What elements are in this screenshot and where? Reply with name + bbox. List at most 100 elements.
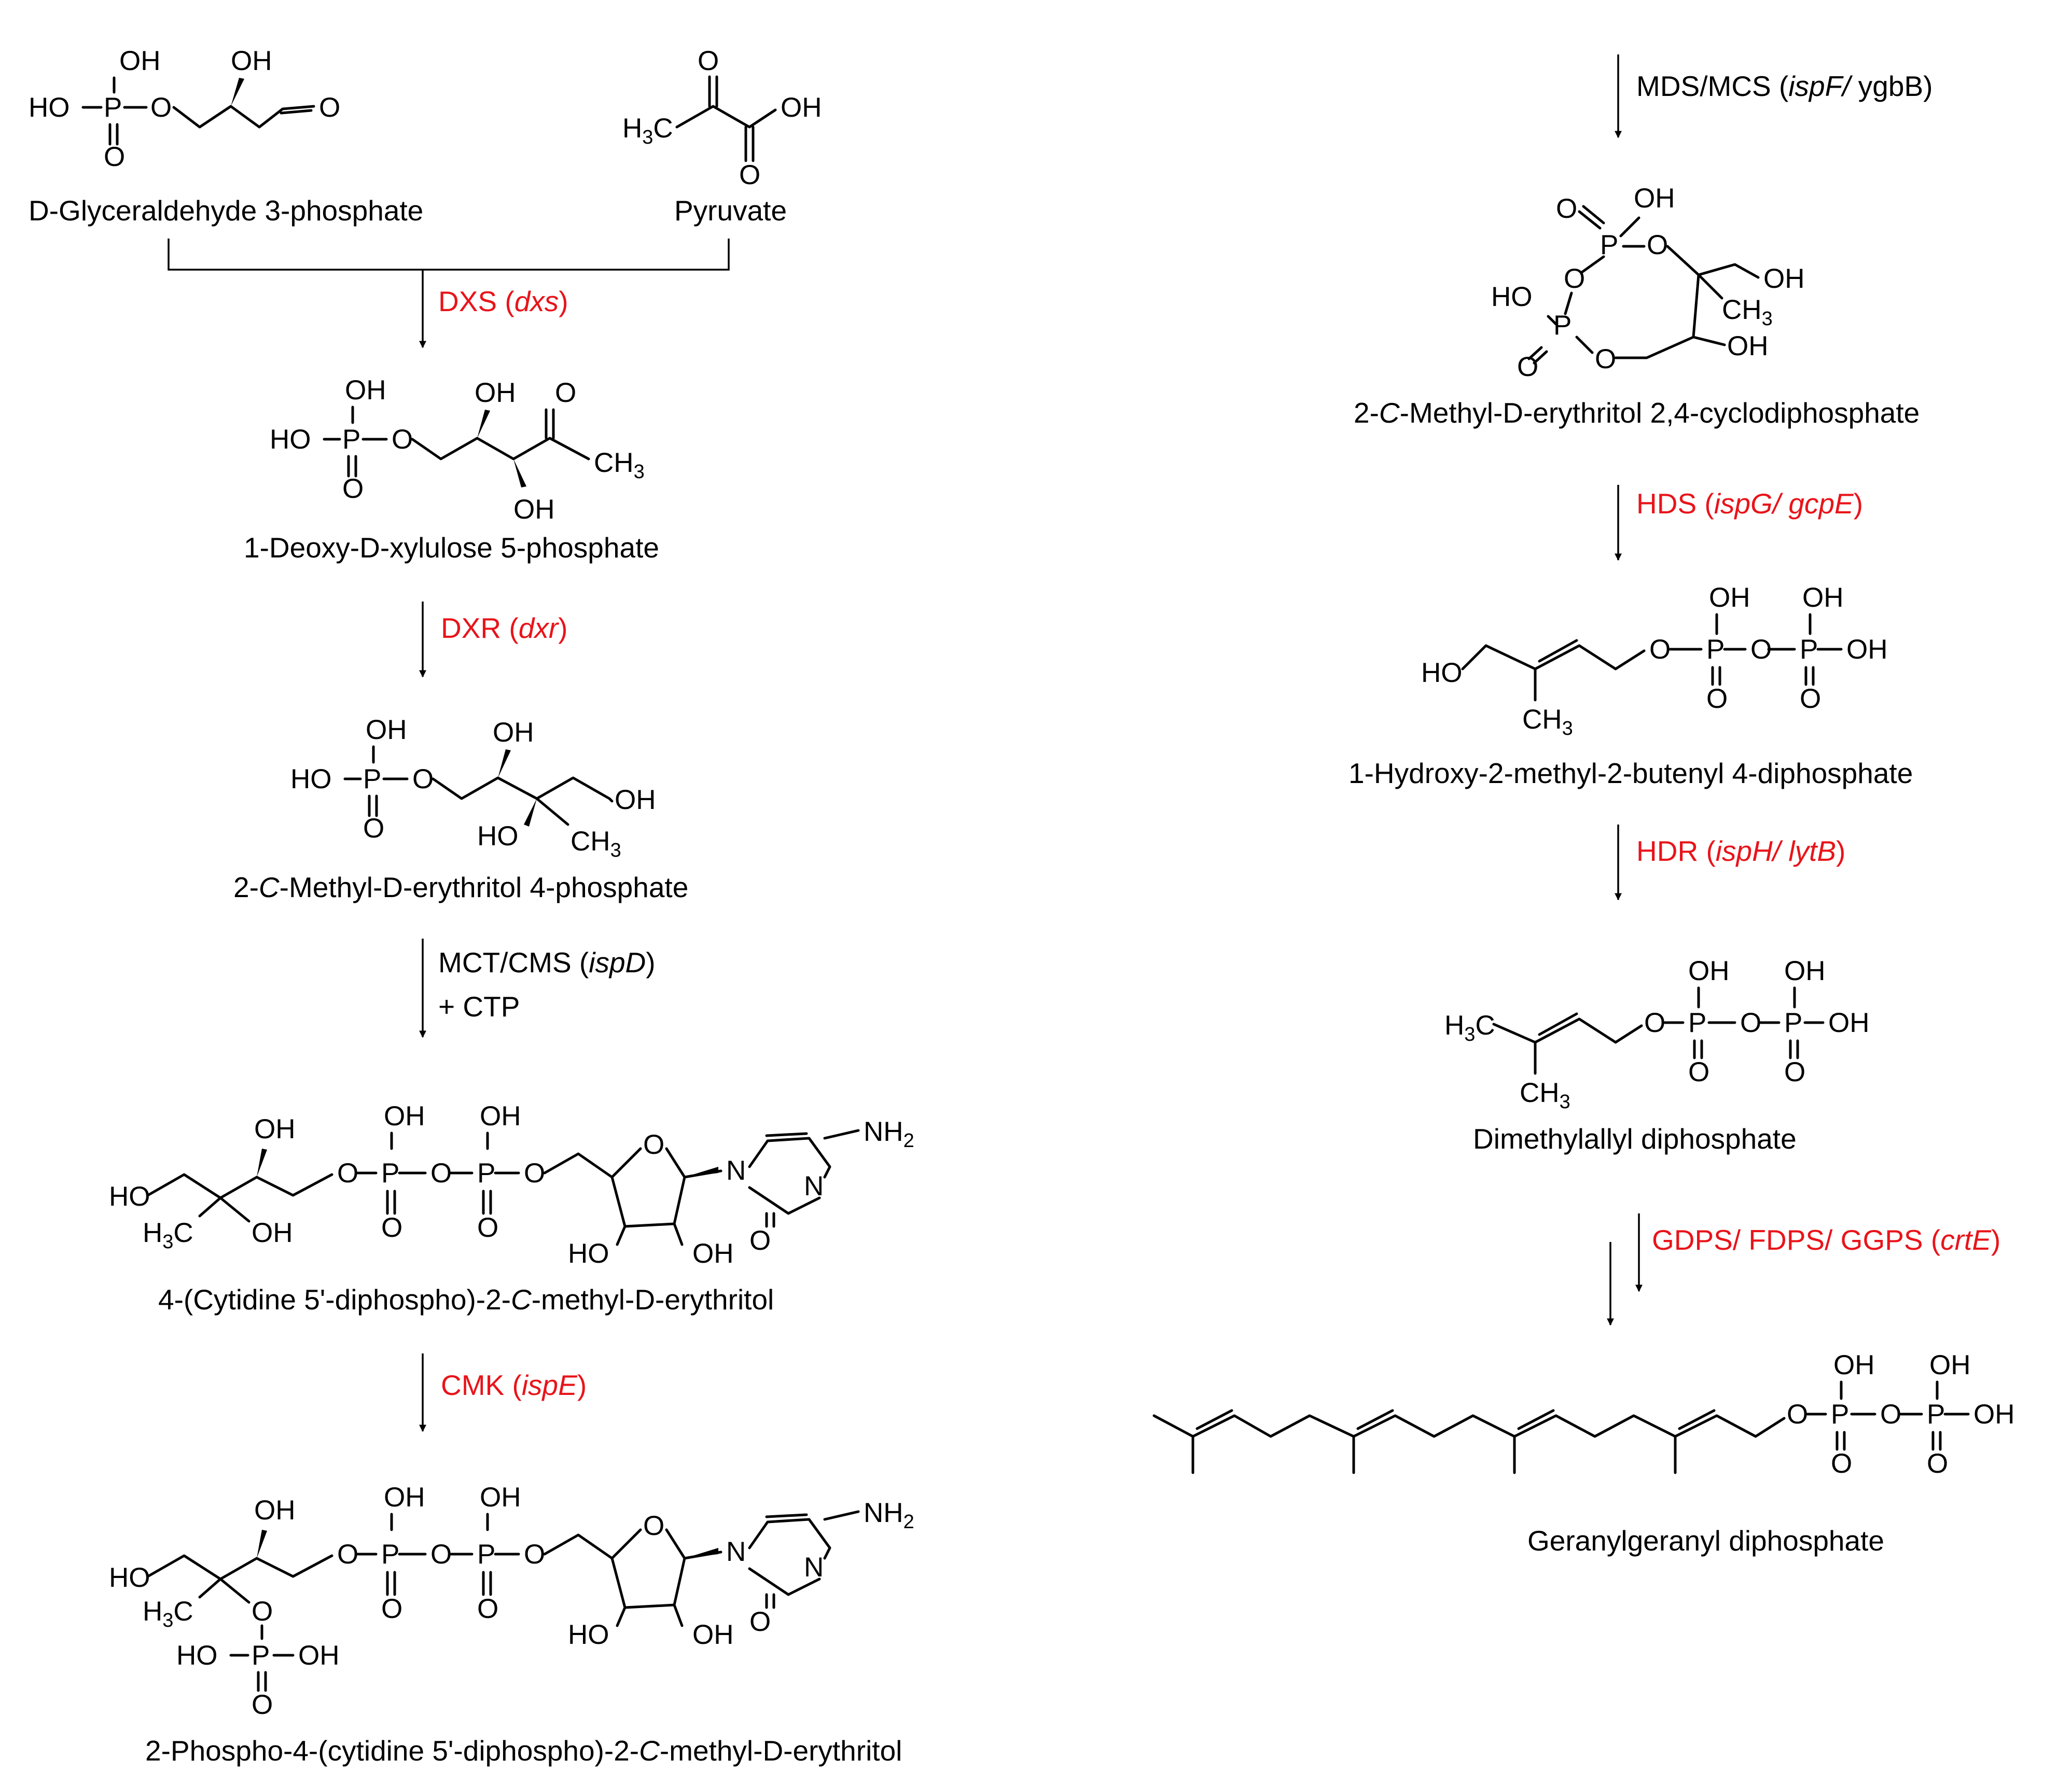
atom-n: N: [726, 1155, 746, 1186]
atom-oh: OH: [345, 375, 386, 406]
atom-o: O: [1517, 352, 1538, 382]
label-mecpp: 2-C-Methyl-D-erythritol 2,4-cyclodiphosp…: [1354, 397, 1920, 429]
atom-o: O: [337, 1158, 358, 1189]
label-cdpme: 4-(Cytidine 5'-diphospho)-2-C-methyl-D-e…: [158, 1283, 774, 1316]
atom-o: O: [524, 1539, 545, 1570]
atom-o: O: [430, 1158, 452, 1189]
atom-ho: HO: [1491, 282, 1533, 312]
atom-ho: HO: [290, 764, 332, 794]
atom-o: O: [1644, 1008, 1665, 1038]
atom-o: O: [1556, 193, 1577, 224]
atom-h3c: H3C: [1444, 1010, 1495, 1045]
atom-oh: OH: [119, 46, 161, 76]
atom-oh: OH: [1833, 1350, 1875, 1380]
structure-pyruvate: O H3C OH O: [622, 46, 822, 190]
atom-oh: OH: [254, 1495, 296, 1526]
structure-mep: OH HO P O O OH OH HO CH3: [290, 715, 656, 861]
atom-ch3: CH3: [571, 826, 621, 861]
atom-o: O: [363, 813, 384, 844]
label-mep: 2-C-Methyl-D-erythritol 4-phosphate: [233, 871, 688, 903]
atom-p: P: [1706, 634, 1725, 665]
atom-oh: OH: [692, 1238, 734, 1269]
atom-oh: OH: [1802, 582, 1844, 613]
atom-o: O: [555, 378, 576, 408]
atom-o: O: [1595, 344, 1616, 374]
atom-h3c: H3C: [622, 113, 673, 148]
atom-nh2: NH2: [864, 1116, 914, 1152]
enzyme-cmk: CMK (ispE): [441, 1369, 587, 1401]
atom-o: O: [749, 1607, 771, 1637]
atom-o: O: [1787, 1399, 1808, 1430]
atom-p: P: [252, 1640, 270, 1671]
atom-oh: OH: [1634, 183, 1675, 214]
structure-hmbpp: HO CH3 O OH P O O OH P OH O: [1421, 582, 1888, 739]
atom-p: P: [1600, 230, 1618, 260]
atom-ho: HO: [29, 92, 70, 123]
cofactor-ctp: + CTP: [438, 990, 520, 1023]
atom-n: N: [804, 1171, 824, 1202]
atom-ho: HO: [176, 1640, 218, 1671]
atom-o: O: [430, 1539, 452, 1570]
atom-oh: OH: [480, 1101, 521, 1132]
atom-n: N: [804, 1552, 824, 1583]
atom-p: P: [381, 1539, 399, 1570]
structure-mecpp: O OH P O O HO P O O OH CH3 OH: [1491, 183, 1805, 382]
atom-o: O: [337, 1539, 358, 1570]
atom-o: O: [1649, 634, 1671, 665]
label-dmapp: Dimethylallyl diphosphate: [1473, 1123, 1797, 1155]
atom-p: P: [477, 1158, 495, 1189]
atom-o: O: [150, 92, 172, 123]
atom-p: P: [381, 1158, 399, 1189]
atom-oh: OH: [513, 494, 555, 525]
atom-oh: OH: [366, 715, 407, 745]
atom-oh: OH: [231, 46, 272, 76]
atom-ho: HO: [109, 1181, 150, 1212]
atom-o: O: [477, 1212, 498, 1243]
atom-n: N: [726, 1536, 746, 1567]
structure-g3p: OH HO P O O OH O: [29, 46, 340, 172]
atom-p: P: [1831, 1399, 1849, 1430]
atom-o: O: [1784, 1057, 1805, 1087]
enzyme-hds: HDS (ispG/ gcpE): [1636, 487, 1863, 520]
enzyme-gdps: GDPS/ FDPS/ GGPS (crtE): [1652, 1224, 2000, 1256]
atom-p: P: [1553, 310, 1572, 341]
atom-p: P: [1688, 1008, 1706, 1038]
atom-oh: OH: [615, 785, 656, 815]
atom-oh: OH: [1688, 956, 1730, 986]
atom-o: O: [1800, 683, 1821, 714]
atom-ho: HO: [568, 1619, 609, 1650]
enzyme-dxr: DXR (dxr): [441, 612, 567, 644]
atom-oh: OH: [254, 1114, 296, 1144]
atom-oh: OH: [1784, 956, 1826, 986]
label-ggpp: Geranylgeranyl diphosphate: [1527, 1525, 1884, 1557]
atom-o: O: [319, 92, 340, 123]
atom-o: O: [1688, 1057, 1709, 1087]
atom-p: P: [1800, 634, 1818, 665]
atom-ch3: CH3: [1522, 704, 1573, 739]
enzyme-mct: MCT/CMS (ispD): [438, 946, 656, 979]
atom-o: O: [1706, 683, 1728, 714]
atom-oh: OH: [1973, 1399, 2015, 1430]
atom-o: O: [392, 424, 413, 455]
atom-p: P: [1927, 1399, 1945, 1430]
atom-o: O: [1647, 230, 1668, 260]
atom-o: O: [381, 1594, 402, 1624]
atom-o: O: [524, 1158, 545, 1189]
atom-oh: OH: [298, 1640, 340, 1671]
atom-ch3: CH3: [1722, 295, 1773, 330]
atom-h3c: H3C: [143, 1218, 193, 1253]
atom-oh: OH: [384, 1101, 425, 1132]
atom-oh: OH: [480, 1482, 521, 1513]
atom-o: O: [643, 1511, 664, 1541]
enzyme-hdr: HDR (ispH/ lytB): [1636, 835, 1845, 867]
atom-h3c: H3C: [143, 1596, 193, 1631]
atom-o: O: [1831, 1448, 1852, 1479]
atom-o: O: [252, 1596, 273, 1627]
structure-ggpp: O OH P O O OH P OH O: [1152, 1350, 2015, 1479]
enzyme-dxs: DXS (dxs): [438, 285, 568, 317]
atom-o: O: [381, 1212, 402, 1243]
atom-oh: OH: [1828, 1008, 1870, 1038]
atom-ho: HO: [1421, 658, 1463, 688]
atom-o: O: [749, 1225, 771, 1256]
